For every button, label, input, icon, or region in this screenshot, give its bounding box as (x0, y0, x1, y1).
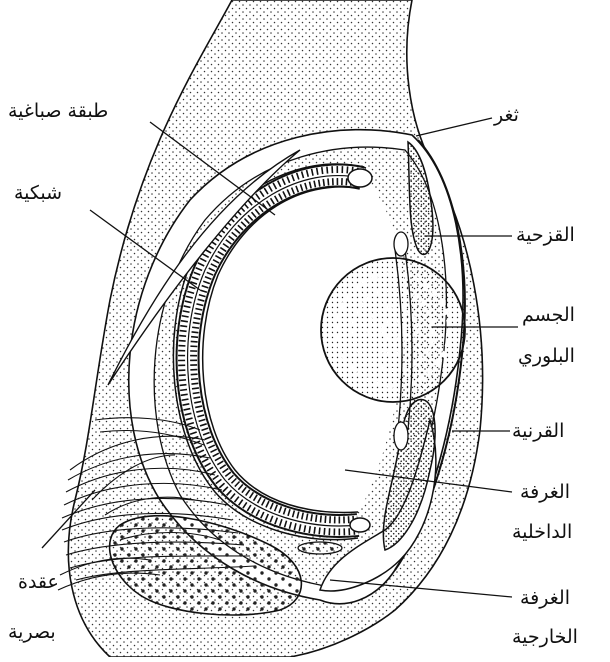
pigment-retina-band (172, 163, 373, 541)
label-retina: شبكية (14, 182, 63, 204)
iris-flaps (382, 140, 436, 551)
leader-lines (41, 117, 518, 598)
leader-retina (89, 209, 201, 291)
label-lens-line1: الجسم (522, 304, 575, 326)
label-inner-chamber-line1: الغرفة (520, 481, 570, 503)
label-optic-ganglion-line1: عقدة (18, 571, 59, 593)
label-iris: القزحية (516, 224, 575, 246)
label-lens-line2: البلوري (518, 345, 575, 367)
label-outer-chamber-line2: الخارجية (512, 626, 578, 648)
leader-opening (415, 117, 493, 137)
label-inner-chamber-line2: الداخلية (512, 521, 573, 543)
label-outer-chamber-line1: الغرفة (520, 587, 570, 609)
label-optic-ganglion-line2: بصرية (8, 621, 56, 643)
inner-chamber (191, 169, 406, 514)
label-pigment-layer: طبقة صباغية (8, 100, 109, 122)
lens (320, 231, 466, 451)
capsule-spike (107, 149, 301, 386)
label-cornea: القرنية (512, 420, 565, 442)
leader-ganglion (41, 489, 96, 549)
leader-pigment (149, 121, 276, 216)
leader-outer-chamber (329, 579, 513, 598)
optic-ganglion-body (108, 514, 343, 616)
label-opening: ثغر (494, 104, 519, 126)
leader-inner-chamber (344, 469, 513, 493)
